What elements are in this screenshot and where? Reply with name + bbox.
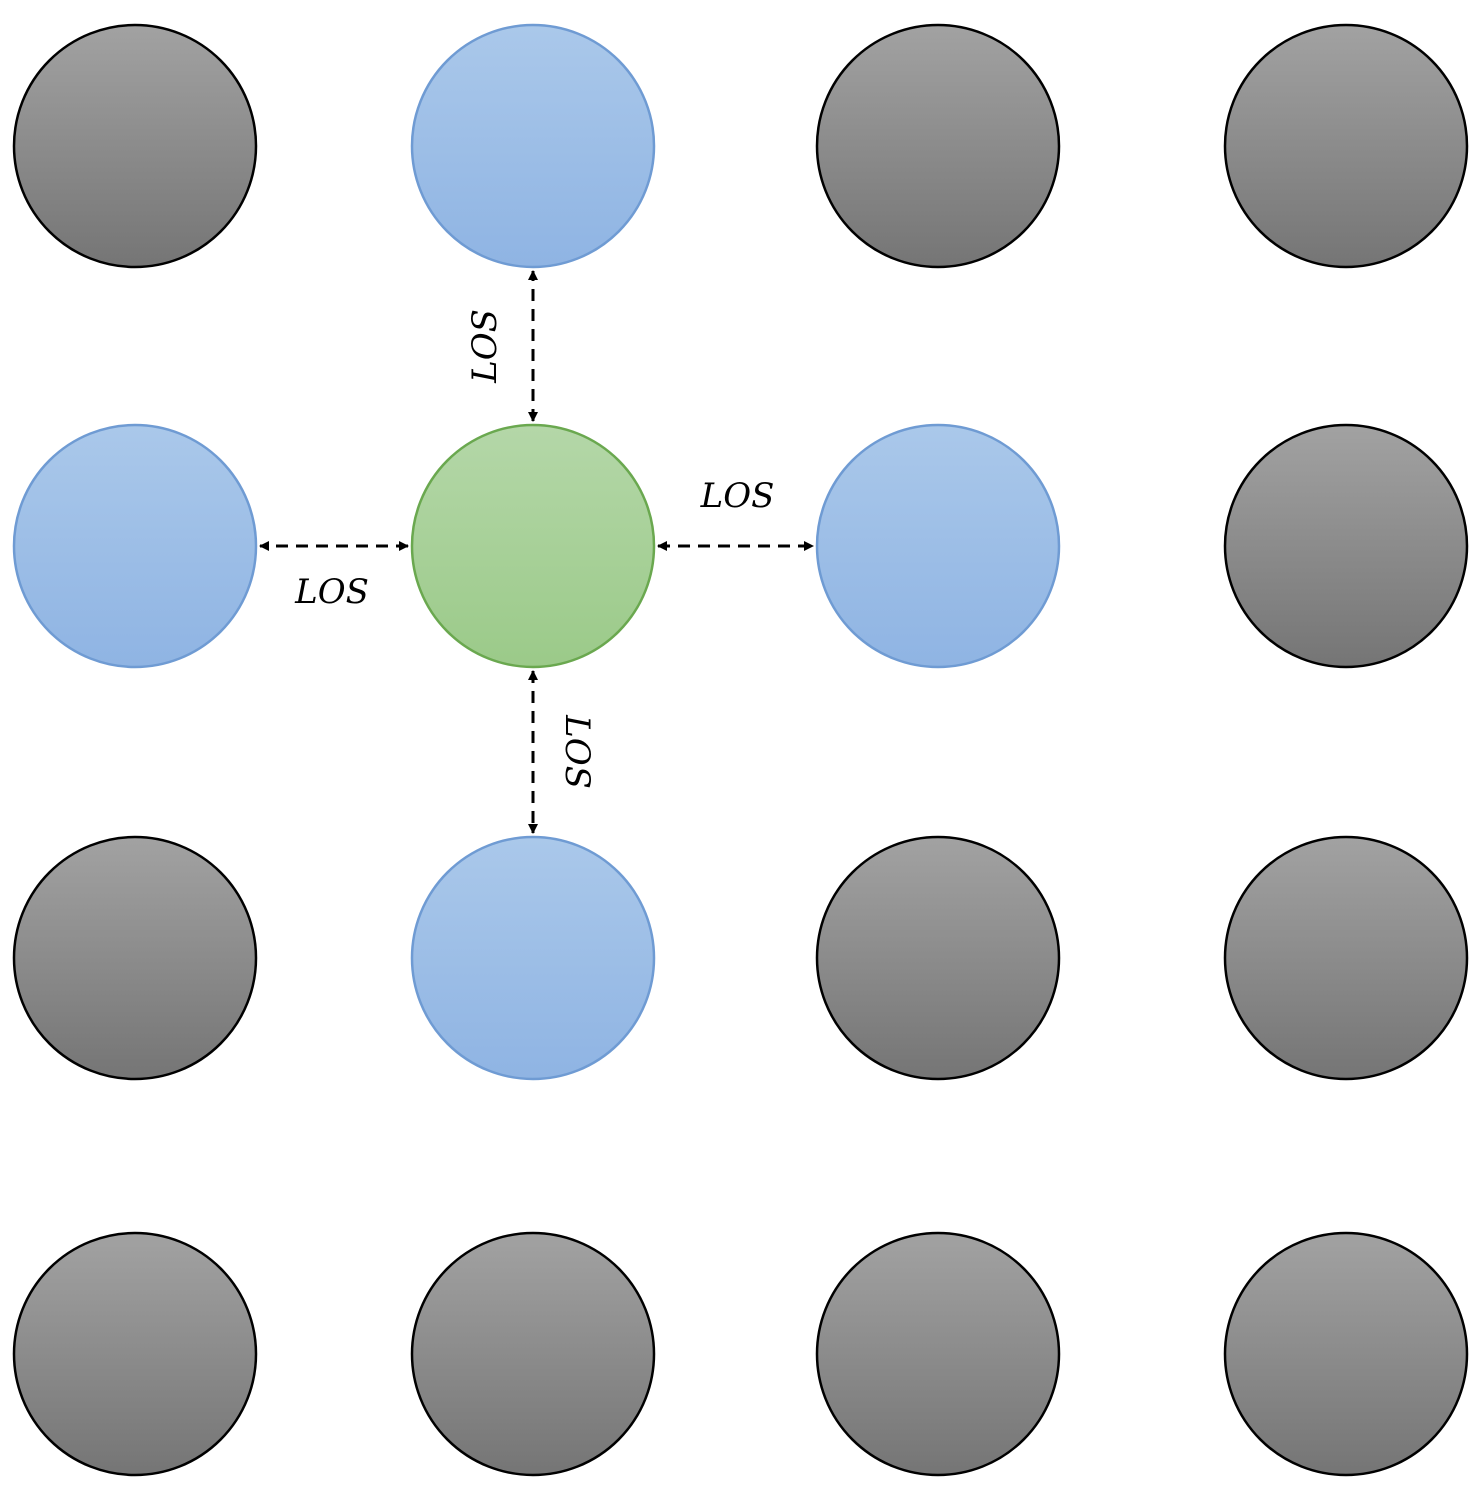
neighbor-node-r1-c2	[815, 423, 1061, 669]
links-layer	[259, 270, 814, 834]
neighbor-node-r0-c1	[410, 23, 656, 269]
inactive-node-r3-c2	[815, 1231, 1061, 1477]
los-label-0: LOS	[465, 309, 505, 384]
inactive-node-r2-c0	[12, 835, 258, 1081]
inactive-node-r0-c2	[815, 23, 1061, 269]
labels-layer: LOS LOS LOS LOS	[294, 309, 774, 789]
inactive-node-r0-c3	[1223, 23, 1469, 269]
inactive-node-r3-c3	[1223, 1231, 1469, 1477]
neighbor-node-r2-c1	[410, 835, 656, 1081]
inactive-node-r3-c1	[410, 1231, 656, 1477]
inactive-node-r3-c0	[12, 1231, 258, 1477]
neighbor-node-r1-c0	[12, 423, 258, 669]
inactive-node-r1-c3	[1223, 423, 1469, 669]
inactive-node-r2-c2	[815, 835, 1061, 1081]
los-label-2: LOS	[700, 476, 775, 516]
inactive-node-r2-c3	[1223, 835, 1469, 1081]
inactive-node-r0-c0	[12, 23, 258, 269]
center-node-r1-c1	[410, 423, 656, 669]
nodes-layer	[12, 23, 1469, 1477]
los-label-1: LOS	[294, 572, 369, 612]
los-label-3: LOS	[557, 714, 597, 789]
